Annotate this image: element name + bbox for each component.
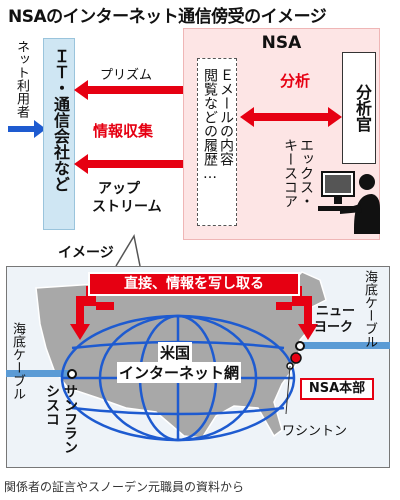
user-arrow-icon — [8, 120, 46, 138]
tap-banner: 直接、情報を写し取る — [88, 272, 300, 296]
cable-right — [298, 342, 390, 349]
source-footer: 関係者の証言やスノーデン元職員の資料から — [4, 480, 245, 494]
email-content-label: Ｅメールの内容 — [218, 68, 234, 166]
collection-label: 情報収集 — [93, 122, 154, 140]
prism-label: プリズム — [100, 68, 153, 83]
upstream-label-1: アップ — [98, 181, 140, 197]
image-callout — [115, 233, 141, 267]
upstream-arrow-icon — [74, 154, 198, 174]
nsa-hq-label: NSA本部 — [300, 378, 374, 400]
analyst-label: 分析官 — [353, 84, 372, 132]
user-label: ネット利用者 — [14, 40, 29, 118]
upstream-label-2: ストリーム — [92, 199, 162, 215]
it-companies-label: ＩＴ・通信会社など — [51, 48, 70, 192]
browsing-history-label: 閲覧などの履歴… — [202, 68, 218, 182]
nsa-hq-point — [290, 352, 302, 364]
it-companies-box — [43, 38, 75, 230]
washington-label: ワシントン — [282, 424, 348, 439]
new-york-point — [295, 341, 305, 351]
prism-arrow-icon — [74, 80, 198, 100]
page-title: NSAのインターネット通信傍受のイメージ — [8, 7, 327, 27]
analysis-arrow-icon — [240, 107, 342, 127]
network-label-2: インターネット網 — [117, 362, 242, 383]
nsa-title: NSA — [261, 33, 302, 53]
network-label-1: 米国 — [158, 342, 193, 363]
cable-right-label: 海底ケーブル — [362, 270, 377, 348]
tap-arrow-right-icon — [276, 286, 318, 340]
new-york-label-1: ニュー — [316, 304, 356, 319]
analyst-box — [342, 52, 376, 164]
person-at-computer-icon — [318, 171, 380, 234]
cable-left — [6, 370, 72, 377]
xkeyscore-label-1: エックス・ — [298, 138, 314, 208]
image-label: イメージ — [58, 245, 114, 261]
san-francisco-point — [67, 369, 77, 379]
analysis-label: 分析 — [280, 72, 311, 90]
xkeyscore-label-2: キースコア — [282, 138, 298, 208]
san-francisco-label-1: サンフラン — [62, 384, 78, 454]
tap-arrow-left-icon — [70, 286, 114, 340]
email-history-box — [197, 58, 237, 226]
new-york-label-2: ヨーク — [314, 320, 354, 335]
san-francisco-label-2: シスコ — [44, 384, 60, 426]
arrows-it-nsa — [74, 80, 198, 174]
cable-left-label: 海底ケーブル — [10, 322, 25, 400]
